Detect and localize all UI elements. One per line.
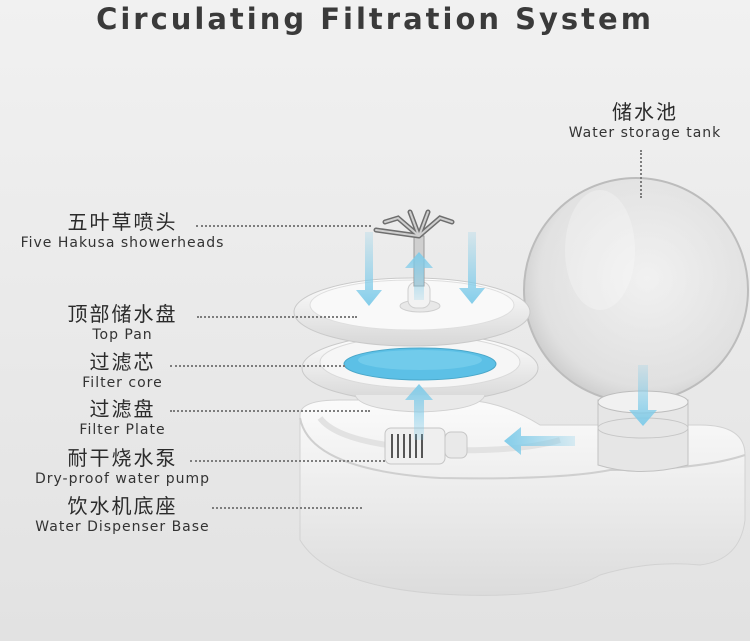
label-cn: 过滤盘 (89, 397, 156, 421)
label-cn: 耐干烧水泵 (67, 446, 178, 470)
label-cn: 储水池 (612, 100, 678, 124)
label-water-storage-tank: 储水池 Water storage tank (545, 100, 745, 142)
label-en: Top Pan (92, 327, 153, 343)
label-en: Five Hakusa showerheads (20, 235, 225, 251)
leader-line-filter-core (170, 365, 345, 367)
label-pump: 耐干烧水泵 Dry-proof water pump (15, 446, 230, 488)
label-cn: 过滤芯 (89, 350, 156, 374)
page-title: Circulating Filtration System (96, 2, 654, 36)
leader-line-base (212, 507, 362, 509)
label-en: Water storage tank (568, 125, 722, 141)
label-en: Dry-proof water pump (34, 471, 211, 487)
leader-line-shower (196, 225, 371, 227)
leader-line-tank (640, 150, 642, 198)
storage-tank-globe (523, 177, 749, 472)
label-filter-core: 过滤芯 Filter core (40, 350, 205, 392)
leader-line-top-pan (197, 316, 357, 318)
leader-line-pump (190, 460, 385, 462)
label-base: 饮水机底座 Water Dispenser Base (15, 494, 230, 536)
label-en: Filter Plate (79, 422, 166, 438)
flow-arrow-icon (356, 232, 657, 455)
water-pump (384, 427, 468, 465)
leader-line-filter-plate (170, 410, 370, 412)
label-cn: 顶部储水盘 (67, 302, 178, 326)
label-en: Filter core (82, 375, 163, 391)
label-en: Water Dispenser Base (35, 519, 210, 535)
label-top-pan: 顶部储水盘 Top Pan (30, 302, 215, 344)
label-cn: 饮水机底座 (67, 494, 178, 518)
filter-plate (301, 333, 539, 413)
label-filter-plate: 过滤盘 Filter Plate (40, 397, 205, 439)
label-showerheads: 五叶草喷头 Five Hakusa showerheads (0, 210, 245, 252)
top-pan (293, 277, 531, 347)
label-cn: 五叶草喷头 (67, 210, 178, 234)
